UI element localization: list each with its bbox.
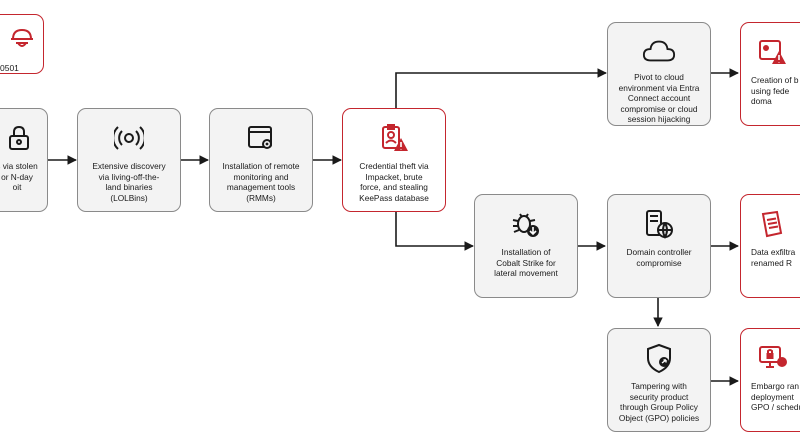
hacker-icon <box>9 27 35 58</box>
bug-download-icon <box>509 207 543 241</box>
settings-window-icon <box>244 121 278 155</box>
threat-actor-label: 0501 <box>0 63 19 73</box>
credential-warning-icon <box>377 121 411 155</box>
step-label: Creation of b using fede doma <box>751 75 799 107</box>
step-label: Embargo ran deployment GPO / schedu <box>751 381 800 413</box>
step-exfiltration: Data exfiltra renamed R <box>740 194 800 298</box>
step-ransomware: Embargo ran deployment GPO / schedu <box>740 328 800 432</box>
step-label: Installation of remote monitoring and ma… <box>222 161 300 203</box>
step-tampering: Tampering with security product through … <box>607 328 711 432</box>
step-label: Pivot to cloud environment via Entra Con… <box>618 72 700 125</box>
step-backdoor: Creation of b using fede doma <box>740 22 800 126</box>
step-label: Domain controller compromise <box>626 247 692 268</box>
step-label: Credential theft via Impacket, brute for… <box>359 161 429 203</box>
shield-icon <box>642 341 676 375</box>
threat-actor-card <box>0 14 44 74</box>
step-label: s via stolen or N-day oit <box>0 161 38 193</box>
server-globe-icon <box>642 207 676 241</box>
step-label: Installation of Cobalt Strike for latera… <box>494 247 558 279</box>
step-label: Extensive discovery via living-off-the- … <box>92 161 166 203</box>
step-label: Tampering with security product through … <box>618 381 700 423</box>
ransomware-icon <box>755 341 789 375</box>
step-cloud-pivot: Pivot to cloud environment via Entra Con… <box>607 22 711 126</box>
cloud-icon <box>642 35 676 66</box>
radar-icon <box>112 121 146 155</box>
step-initial-access: s via stolen or N-day oit <box>0 108 48 212</box>
domain-warning-icon <box>755 35 789 69</box>
step-rmm: Installation of remote monitoring and ma… <box>209 108 313 212</box>
lock-icon <box>2 121 36 155</box>
step-cobalt-strike: Installation of Cobalt Strike for latera… <box>474 194 578 298</box>
step-credential-theft: Credential theft via Impacket, brute for… <box>342 108 446 212</box>
step-dc-compromise: Domain controller compromise <box>607 194 711 298</box>
document-icon <box>755 207 789 241</box>
step-discovery: Extensive discovery via living-off-the- … <box>77 108 181 212</box>
step-label: Data exfiltra renamed R <box>751 247 796 268</box>
